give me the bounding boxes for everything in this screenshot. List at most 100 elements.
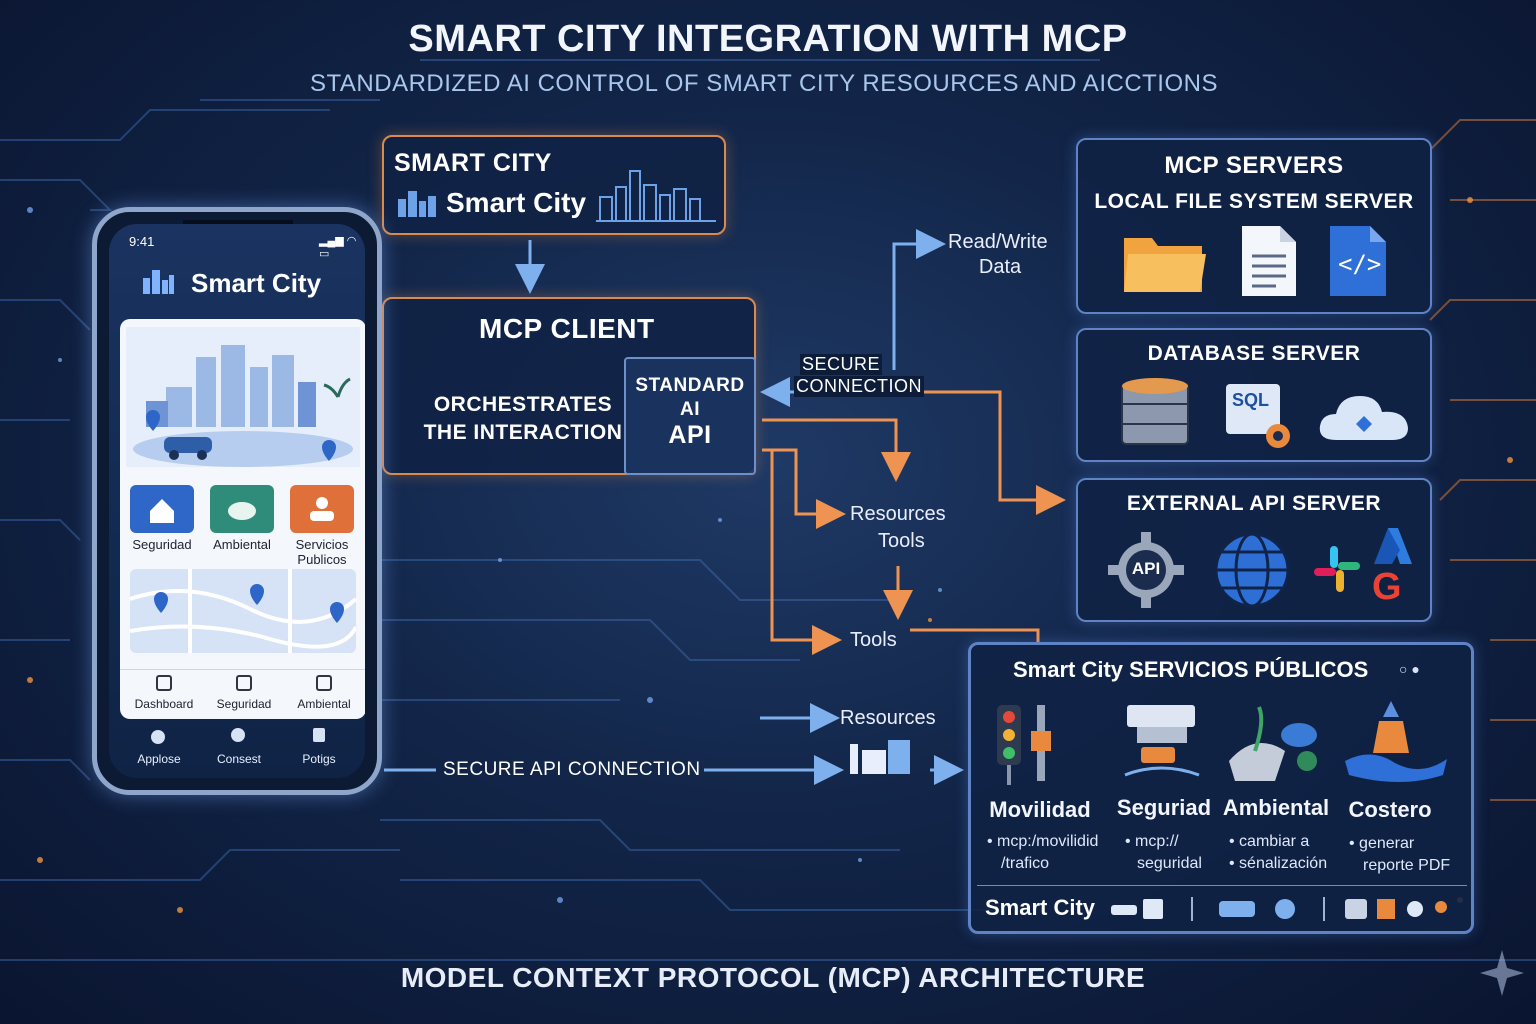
- tools-label: Tools: [878, 530, 925, 552]
- traffic-light-icon: [997, 705, 1051, 785]
- mcp-servers-box: MCP SERVERS LOCAL FILE SYSTEM SERVER </>: [1076, 138, 1432, 314]
- sql-label: SQL: [1232, 390, 1270, 410]
- nav-ambiental-icon: [316, 675, 332, 691]
- read-write-label-2: Data: [978, 256, 1022, 278]
- services-footer-icons: [1111, 897, 1447, 921]
- smartphone: 9:41 ▂▄▆ ◠ ▭ Smart City: [92, 207, 382, 795]
- footer-caption: MODEL CONTEXT PROTOCOL (MCP) ARCHITECTUR…: [400, 962, 1146, 993]
- sql-gear-icon: [1226, 384, 1290, 448]
- map-pin-icon: [154, 592, 168, 613]
- bus-icon: [1219, 901, 1255, 917]
- api-label-1: STANDARD: [635, 375, 745, 396]
- nav-dashboard[interactable]: Dashboard: [134, 697, 194, 711]
- azure-icon: [1374, 528, 1412, 564]
- service-seguriad-title: Seguriad: [1116, 795, 1212, 820]
- nav-ambiental[interactable]: Ambiental: [297, 697, 351, 711]
- service-costero-title: Costero: [1348, 797, 1432, 822]
- service-movilidad-title: Movilidad: [989, 797, 1091, 822]
- smart-city-box-title: SMART CITY: [394, 149, 552, 177]
- slack-icon: [1314, 546, 1360, 592]
- tile-servicios[interactable]: [290, 485, 354, 533]
- app-title: Smart City: [191, 268, 322, 298]
- pin-icon: [1435, 901, 1447, 913]
- tab-consest[interactable]: Consest: [216, 752, 262, 766]
- tile-seguridad[interactable]: [130, 485, 194, 533]
- folder-icon: [1124, 238, 1206, 292]
- code-file-icon: [1330, 226, 1386, 296]
- coastal-buoy-icon: [1345, 701, 1447, 782]
- nav-seguridad[interactable]: Seguridad: [216, 697, 272, 711]
- city-illustration: [126, 327, 360, 467]
- globe-icon: [1214, 532, 1290, 608]
- secure-api-connection-label: SECURE API CONNECTION: [443, 759, 701, 780]
- services-title: Smart City SERVICIOS PÚBLICOS: [1013, 657, 1369, 682]
- smart-city-box-subtitle: Smart City: [446, 187, 587, 218]
- window-dots-icon: ○ ●: [1399, 661, 1420, 677]
- tile-label-servicios: Servicios: [295, 537, 349, 552]
- external-api-server-box: EXTERNAL API SERVER API G: [1076, 478, 1432, 622]
- location-icon: [1407, 901, 1423, 917]
- tools-label-2: Tools: [850, 629, 897, 651]
- report-icon: [1377, 899, 1395, 919]
- cloud-icon: [228, 502, 256, 520]
- tab-consest-icon: [231, 728, 245, 742]
- database-server-title: DATABASE SERVER: [1147, 342, 1361, 365]
- read-write-label-1: Read/Write: [948, 231, 1048, 253]
- tab-applose-icon: [151, 730, 165, 744]
- secure-connection-label-1: SECURE: [800, 354, 883, 375]
- service-costero-desc-2: reporte PDF: [1363, 857, 1451, 874]
- sparkle-icon: [1480, 950, 1524, 996]
- service-seguriad-desc-2: seguridal: [1137, 855, 1202, 872]
- services-panel: Smart City SERVICIOS PÚBLICOS ○ ● Movili…: [968, 642, 1474, 934]
- printer-icon: [1345, 899, 1367, 919]
- api-label-3: API: [668, 421, 712, 449]
- secure-connection-label-2: CONNECTION: [794, 376, 924, 397]
- nav-seguridad-icon: [236, 675, 252, 691]
- map-pin-icon: [250, 584, 264, 605]
- cloud-icon: [1319, 396, 1408, 440]
- service-movilidad-desc-1: • mcp:/movilidid: [987, 833, 1099, 850]
- smart-city-box: SMART CITY Smart City: [382, 135, 726, 235]
- resources-label: Resources: [850, 503, 946, 525]
- page-title: SMART CITY INTEGRATION WITH MCP: [408, 18, 1128, 60]
- api-label-2: AI: [680, 399, 700, 420]
- database-icon: [1121, 378, 1189, 445]
- phone-status-icons: ▂▄▆ ◠ ▭: [319, 235, 357, 260]
- tab-potigs[interactable]: Potigs: [302, 752, 336, 766]
- city-skyline-icon: [398, 191, 436, 217]
- mcp-client-title: MCP CLIENT: [479, 313, 655, 344]
- standard-ai-api-box: STANDARD AI API: [624, 357, 756, 475]
- nav-dashboard-icon: [156, 675, 172, 691]
- service-ambiental-desc-2: • sénalización: [1229, 855, 1328, 872]
- code-file-glyph: </>: [1338, 250, 1382, 278]
- tile-label-publicos: Publicos: [297, 552, 347, 567]
- phone-screen: 9:41 ▂▄▆ ◠ ▭ Smart City: [109, 224, 365, 778]
- service-ambiental-desc-1: • cambiar a: [1229, 833, 1310, 850]
- tile-ambiental[interactable]: [210, 485, 274, 533]
- mcp-servers-title: MCP SERVERS: [1164, 152, 1344, 179]
- mcp-client-description-1: ORCHESTRATES: [433, 393, 613, 416]
- document-icon: [1242, 226, 1296, 296]
- services-divider: [977, 885, 1467, 886]
- tab-applose[interactable]: Applose: [137, 752, 181, 766]
- mcp-client-box: MCP CLIENT ORCHESTRATES THE INTERACTION …: [382, 297, 756, 475]
- security-camera-icon: [1124, 705, 1200, 777]
- services-footer-label: Smart City: [985, 895, 1096, 920]
- external-api-server-title: EXTERNAL API SERVER: [1126, 492, 1382, 515]
- map-view[interactable]: [130, 569, 356, 653]
- page-subtitle: STANDARDIZED AI CONTROL OF SMART CITY RE…: [310, 70, 1218, 97]
- phone-content-card: Seguridad Ambiental Servicios Publicos D…: [120, 319, 365, 719]
- service-costero-desc-1: • generar: [1349, 835, 1415, 852]
- tile-label-seguridad: Seguridad: [132, 537, 192, 552]
- person-icon: [310, 497, 334, 521]
- environment-icon: [1229, 706, 1317, 781]
- car-icon: [1111, 905, 1137, 915]
- tab-potigs-icon: [313, 728, 325, 742]
- google-icon: G: [1372, 566, 1402, 608]
- phone-nav-divider: [120, 669, 365, 670]
- factory-icon: [850, 740, 910, 774]
- app-city-icon: [143, 270, 174, 294]
- map-pin-icon: [330, 602, 344, 623]
- mcp-servers-subtitle: LOCAL FILE SYSTEM SERVER: [1094, 190, 1414, 213]
